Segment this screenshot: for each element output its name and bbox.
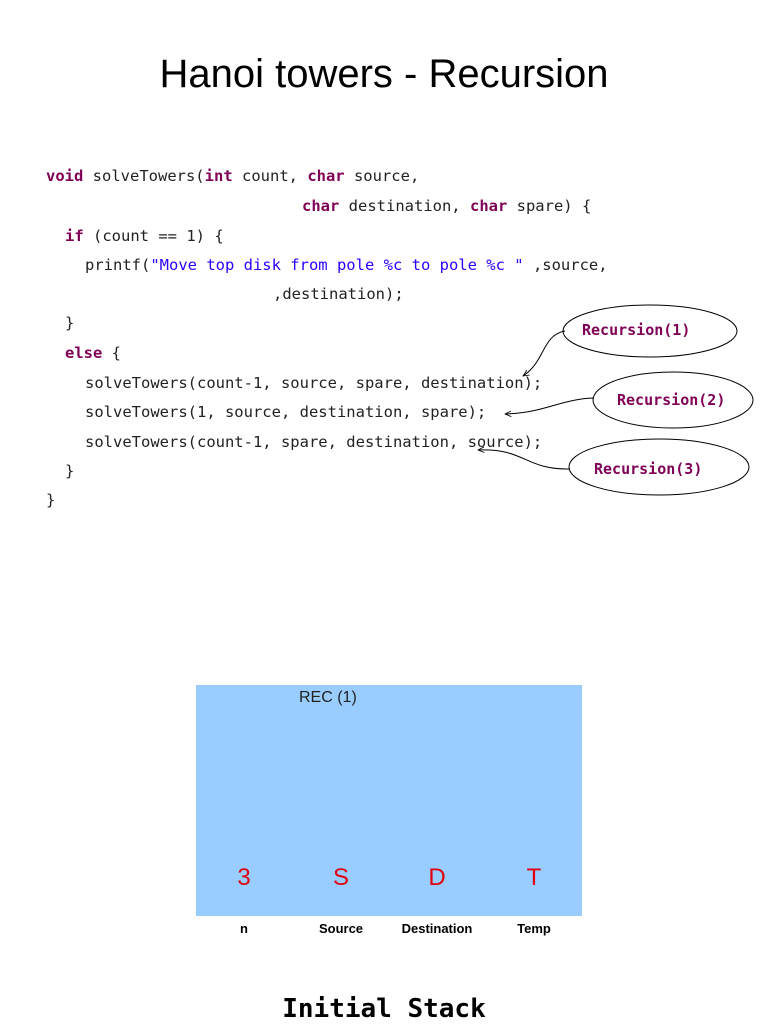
code-text: solveTowers(count-1, spare, destination,… bbox=[85, 433, 543, 451]
callout-arrow-3 bbox=[478, 450, 571, 470]
code-text: } bbox=[65, 462, 75, 480]
stack-header-temp: Temp bbox=[517, 921, 551, 936]
code-text: } bbox=[65, 314, 75, 332]
stack-header-source: Source bbox=[318, 921, 364, 936]
code-text: (count == 1) { bbox=[83, 227, 224, 245]
code-text: } bbox=[46, 491, 56, 509]
code-line-4: printf("Move top disk from pole %c to po… bbox=[85, 255, 608, 275]
code-block: void solveTowers(int count, char source,… bbox=[46, 166, 608, 510]
callout-label-2: Recursion(2) bbox=[617, 391, 726, 409]
code-line-2: char destination, char spare) { bbox=[302, 196, 591, 216]
code-line-9: solveTowers(1, source, destination, spar… bbox=[85, 402, 486, 422]
code-line-12: } bbox=[46, 490, 55, 510]
callout-bubble-2 bbox=[592, 371, 754, 429]
stack-caption: Initial Stack bbox=[282, 994, 486, 1024]
code-text: destination, bbox=[339, 197, 470, 215]
code-text: solveTowers(count-1, source, spare, dest… bbox=[85, 374, 543, 392]
stack-frame-label: REC (1) bbox=[299, 689, 357, 706]
stack-value-temp: T bbox=[526, 864, 542, 891]
callout-graphics bbox=[0, 304, 754, 496]
code-text: ,destination); bbox=[273, 285, 404, 303]
code-line-6: } bbox=[65, 313, 74, 333]
callout-arrow-1 bbox=[523, 330, 566, 376]
stack-value-n: 3 bbox=[237, 864, 251, 891]
stack-frame bbox=[196, 685, 582, 916]
callout-bubble-3 bbox=[568, 438, 750, 496]
code-text: { bbox=[102, 344, 121, 362]
code-text: solveTowers(1, source, destination, spar… bbox=[85, 403, 487, 421]
code-keyword: int bbox=[204, 167, 233, 185]
code-text: solveTowers( bbox=[83, 167, 205, 185]
stack-header-destination: Destination bbox=[401, 921, 473, 936]
callout-label-3: Recursion(3) bbox=[594, 460, 703, 478]
code-keyword: char bbox=[307, 167, 345, 185]
code-text: source, bbox=[344, 167, 420, 185]
code-keyword: if bbox=[65, 227, 84, 245]
code-line-5: ,destination); bbox=[273, 284, 404, 304]
code-line-10: solveTowers(count-1, spare, destination,… bbox=[85, 432, 542, 452]
code-keyword: void bbox=[46, 167, 84, 185]
code-line-8: solveTowers(count-1, source, spare, dest… bbox=[85, 373, 542, 393]
page-title: Hanoi towers - Recursion bbox=[159, 52, 609, 96]
code-keyword: char bbox=[469, 197, 508, 215]
code-line-11: } bbox=[65, 461, 74, 481]
code-line-7: else { bbox=[65, 343, 121, 363]
code-line-3: if (count == 1) { bbox=[65, 226, 224, 246]
code-string: "Move top disk from pole %c to pole %c " bbox=[150, 256, 524, 274]
code-text: printf( bbox=[85, 256, 151, 274]
code-keyword: char bbox=[302, 197, 340, 215]
code-text: count, bbox=[232, 167, 308, 185]
callout-arrow-2 bbox=[505, 397, 595, 414]
callout-label-1: Recursion(1) bbox=[582, 321, 691, 339]
code-text: spare) { bbox=[507, 197, 592, 215]
stack-header-n: n bbox=[240, 921, 248, 936]
code-text: ,source, bbox=[523, 256, 608, 274]
code-keyword: else bbox=[65, 344, 103, 362]
stack-value-destination: D bbox=[428, 864, 446, 891]
stack-value-source: S bbox=[332, 864, 349, 891]
code-line-1: void solveTowers(int count, char source, bbox=[46, 166, 419, 186]
